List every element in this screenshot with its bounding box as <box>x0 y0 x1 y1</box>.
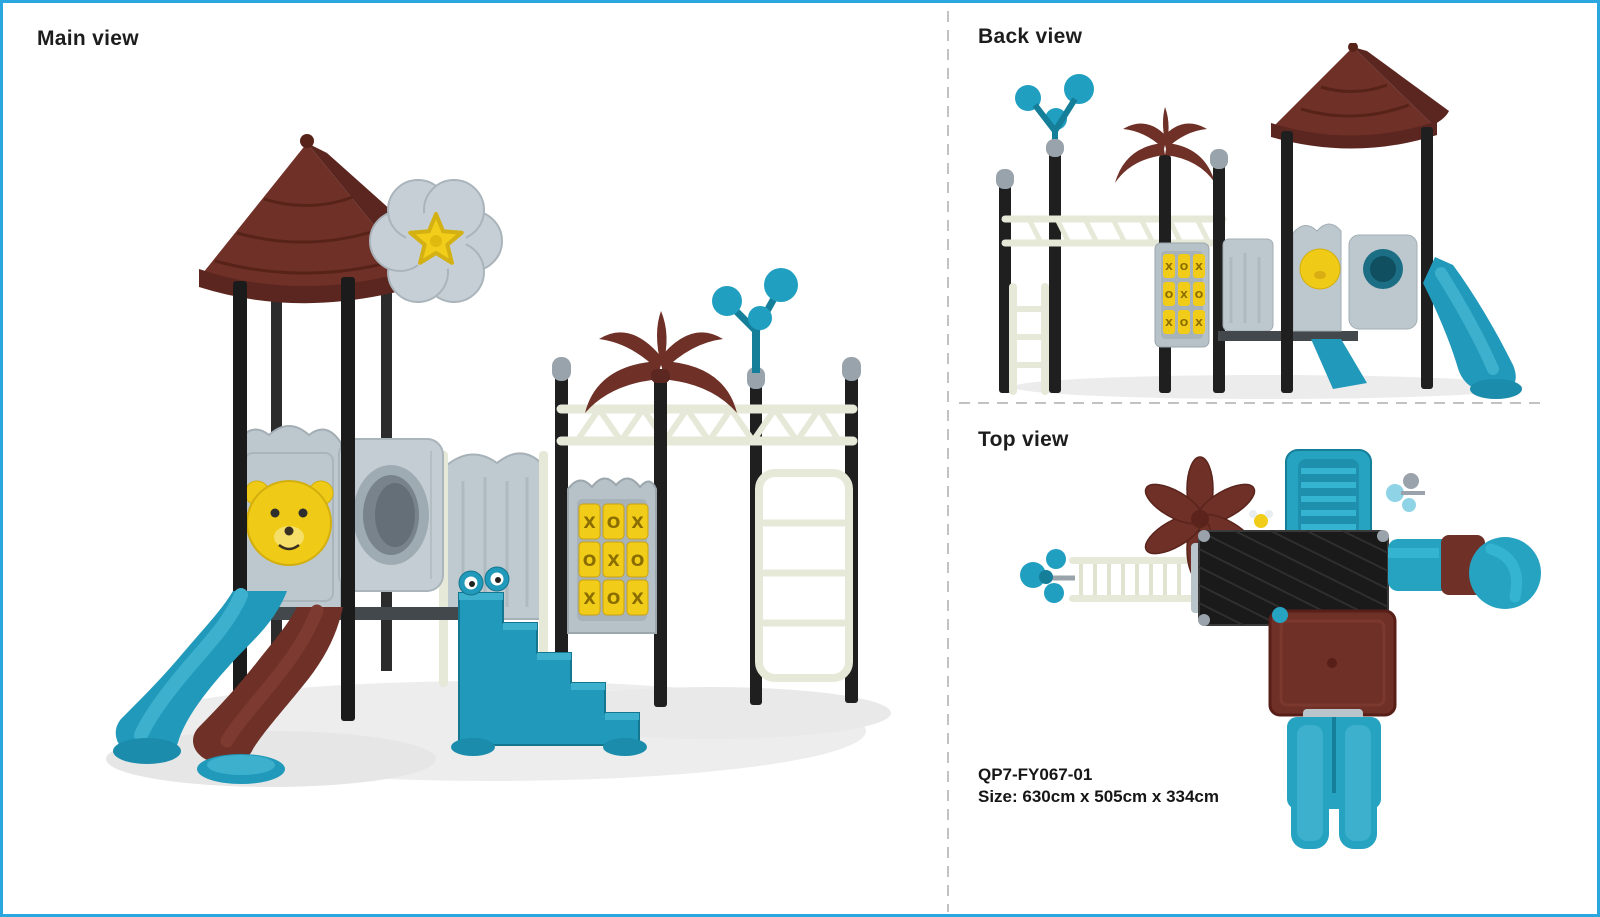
product-code: QP7-FY067-01 <box>978 765 1093 784</box>
product-info: QP7-FY067-01 Size: 630cm x 505cm x 334cm <box>978 764 1219 808</box>
xox-cell: O <box>607 513 621 532</box>
top-double-slide <box>1287 717 1381 849</box>
back-slide <box>1423 257 1522 399</box>
bear-face-panel <box>236 425 342 610</box>
top-view-illustration <box>1020 449 1541 849</box>
back-view-label: Back view <box>978 25 1083 48</box>
play-tower <box>199 134 473 721</box>
back-view-illustration: X O X O X O X O X <box>996 43 1523 399</box>
top-right-deco <box>1249 473 1425 528</box>
main-view-illustration: X O X O X O X O X <box>106 134 891 787</box>
top-view-label: Top view <box>978 428 1069 451</box>
back-view-panel: Back view <box>949 3 1597 403</box>
xox-cell: O <box>1180 262 1189 273</box>
ground-shadow <box>1013 375 1523 399</box>
flower-decoration <box>369 179 503 303</box>
xox-cell: X <box>1195 262 1203 273</box>
back-tower <box>1271 43 1449 393</box>
top-deck-mesh <box>1191 530 1389 626</box>
xox-cell: X <box>631 589 644 608</box>
product-size: Size: 630cm x 505cm x 334cm <box>978 787 1220 806</box>
main-view-panel: Main view <box>3 3 947 914</box>
tic-tac-toe-panel: X O X O X O X O X <box>567 477 657 634</box>
xox-cell: O <box>1180 318 1189 329</box>
xox-cell: X <box>1180 290 1188 301</box>
top-roof-square <box>1268 607 1397 723</box>
xox-cell: O <box>583 551 597 570</box>
main-view-label: Main view <box>37 27 139 50</box>
crawl-tunnel <box>338 438 444 592</box>
back-sprinkler-post <box>1015 74 1094 393</box>
section-divider-horizontal <box>959 402 1545 404</box>
top-side-slide <box>1388 535 1541 609</box>
back-xox-panel: X O X O X O X O X <box>1154 242 1210 348</box>
monkey-bars-frame <box>552 357 861 721</box>
xox-cell: X <box>1165 262 1173 273</box>
xox-cell: O <box>607 589 621 608</box>
section-divider-vertical <box>947 11 949 912</box>
sprinkler-toy <box>712 268 798 373</box>
xox-cell: X <box>583 513 596 532</box>
xox-cell: X <box>1165 318 1173 329</box>
xox-cell: O <box>631 551 645 570</box>
left-slide-teal <box>113 588 287 764</box>
xox-cell: X <box>631 513 644 532</box>
bear-face <box>246 480 332 566</box>
xox-cells[interactable]: X O X O X O X O X <box>578 503 649 616</box>
palm-tree <box>585 311 737 707</box>
xox-cell: O <box>1165 290 1174 301</box>
xox-cell: O <box>1195 290 1204 301</box>
front-slide-brown <box>193 604 343 784</box>
xox-cell: X <box>607 551 620 570</box>
xox-cell: X <box>583 589 596 608</box>
top-ladder <box>1069 557 1203 602</box>
back-ladder <box>1009 283 1049 395</box>
top-sprinkler <box>1020 549 1075 603</box>
frog-stairs[interactable] <box>451 566 647 756</box>
top-view-panel: Top view <box>949 404 1597 914</box>
xox-cell: X <box>1195 318 1203 329</box>
center-post-cap <box>1210 149 1228 169</box>
